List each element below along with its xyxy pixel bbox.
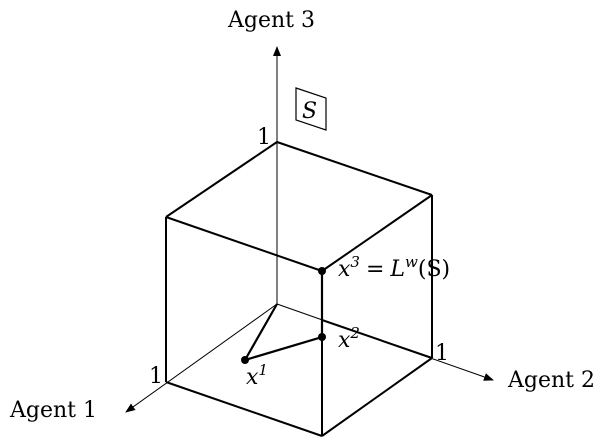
svg-text:S: S: [302, 99, 317, 124]
label-x1: x1: [246, 361, 268, 390]
cube-edge-bottom-front: [165, 381, 323, 437]
cube-edge-top-front: [165, 216, 323, 272]
agent3-label: Agent 3: [227, 8, 315, 33]
path-x1-x2-x3: [242, 271, 324, 362]
cube-edge-top-side: [321, 194, 433, 272]
cube-edge-top-right: [276, 141, 433, 196]
cube: [165, 141, 433, 437]
cube-edge-bottom-side: [321, 357, 433, 437]
point-x2: [318, 333, 326, 341]
label-x3-equation: x3=Lw(S): [338, 253, 450, 282]
agent2-label: Agent 2: [507, 368, 595, 393]
tick-left: 1: [149, 364, 163, 389]
point-x1: [241, 356, 249, 364]
point-x3: [318, 267, 326, 275]
tick-top: 1: [257, 125, 271, 150]
cube-edge-bottom-back: [321, 319, 433, 359]
agent1-label: Agent 1: [9, 398, 97, 423]
tick-right: 1: [435, 341, 449, 366]
agent1-axis: [125, 303, 278, 413]
set-s-label: S: [295, 87, 327, 131]
label-x2: x2: [338, 324, 360, 353]
cube-edge-top-left: [165, 141, 278, 218]
